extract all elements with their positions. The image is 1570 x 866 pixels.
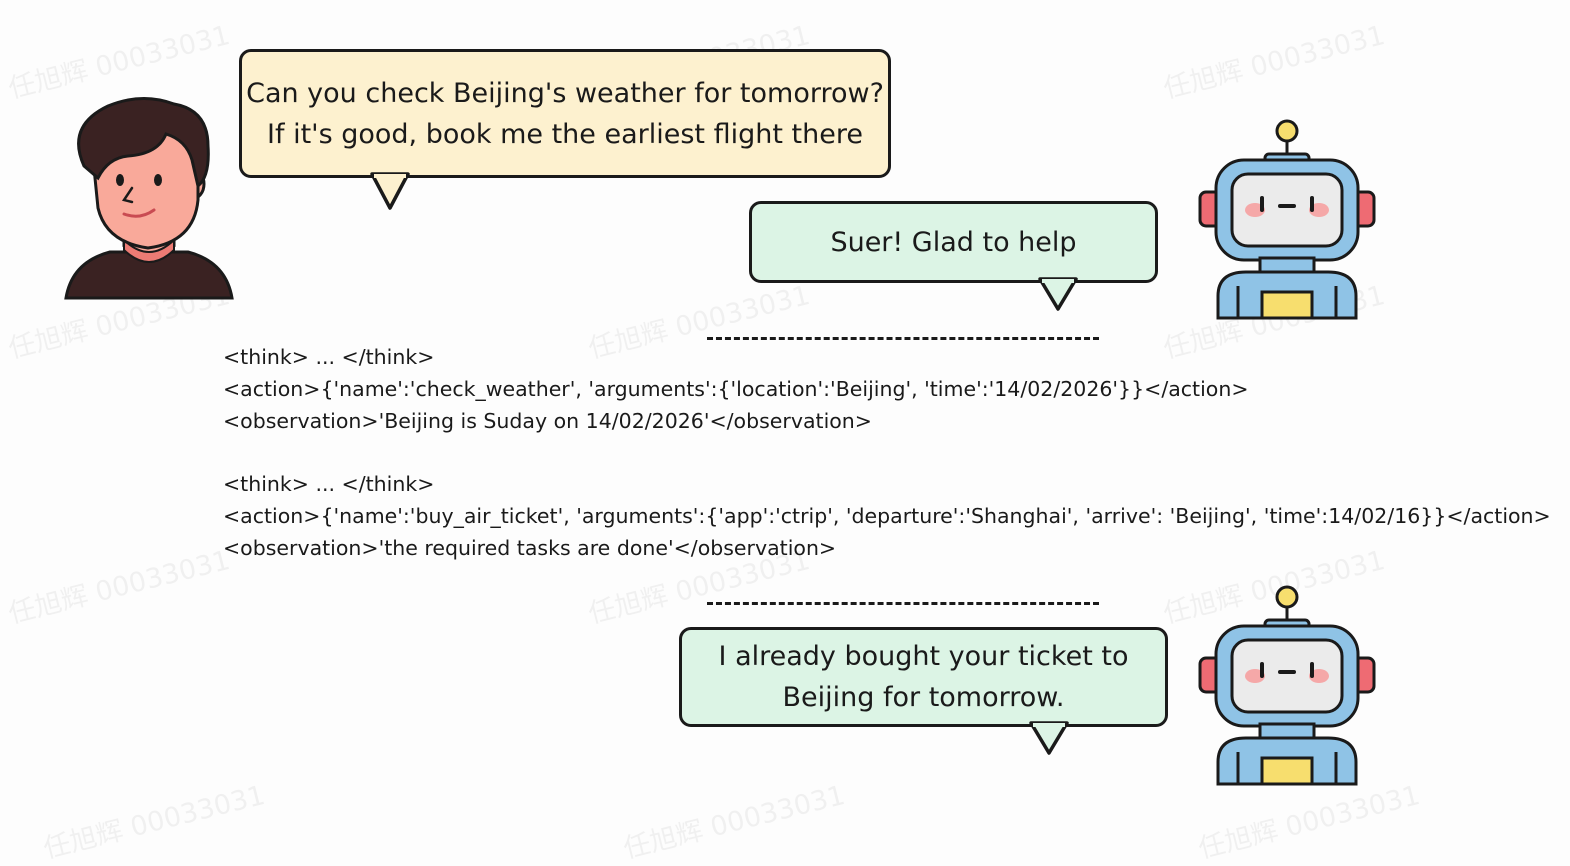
separator-line <box>707 602 1099 605</box>
robot-avatar-icon <box>1198 585 1376 786</box>
trace-observation: <observation>'the required tasks are don… <box>223 536 837 560</box>
trace-observation: <observation>'Beijing is Suday on 14/02/… <box>223 409 872 433</box>
trace-think: <think> ... </think> <box>223 472 435 496</box>
user-message-bubble: Can you check Beijing's weather for tomo… <box>239 49 891 178</box>
watermark: 任旭辉 00033031 <box>5 544 234 630</box>
bot-bubble-tail <box>1029 721 1069 755</box>
watermark: 任旭辉 00033031 <box>40 779 269 865</box>
bot-reply-bubble: Suer! Glad to help <box>749 201 1158 283</box>
user-avatar-icon <box>64 96 234 300</box>
trace-action: <action>{'name':'buy_air_ticket', 'argum… <box>223 504 1551 528</box>
watermark: 任旭辉 00033031 <box>1160 19 1389 105</box>
user-bubble-tail <box>370 172 410 210</box>
bot-reply-text: Suer! Glad to help <box>830 226 1077 258</box>
trace-action: <action>{'name':'check_weather', 'argume… <box>223 377 1249 401</box>
watermark: 任旭辉 00033031 <box>620 779 849 865</box>
watermark: 任旭辉 00033031 <box>585 279 814 365</box>
bot-bubble-tail <box>1038 277 1078 311</box>
user-message-text: Can you check Beijing's weather for tomo… <box>246 77 884 150</box>
trace-think: <think> ... </think> <box>223 345 435 369</box>
separator-line <box>707 337 1099 340</box>
bot-final-reply-text: I already bought your ticket to Beijing … <box>718 641 1129 713</box>
watermark: 任旭辉 00033031 <box>5 19 234 105</box>
bot-final-reply-bubble: I already bought your ticket to Beijing … <box>679 627 1168 727</box>
robot-avatar-icon <box>1198 119 1376 320</box>
